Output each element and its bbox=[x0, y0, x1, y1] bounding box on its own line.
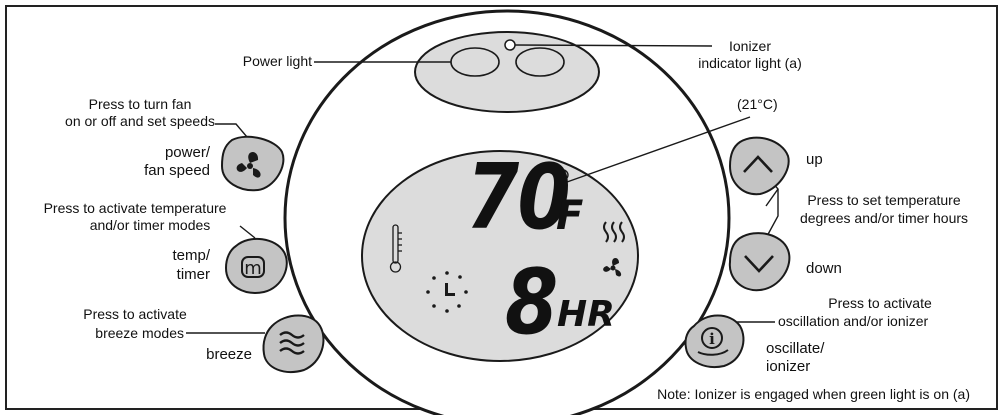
ionizer-note: Note: Ionizer is engaged when green ligh… bbox=[657, 386, 970, 402]
oscillate-instruction-line2: oscillation and/or ionizer bbox=[778, 313, 929, 329]
breeze-button[interactable] bbox=[262, 314, 325, 373]
down-button[interactable] bbox=[728, 232, 791, 292]
temp-instruction-line1: Press to activate temperature bbox=[43, 200, 227, 216]
temp-button-label-line1: temp/ bbox=[172, 247, 210, 264]
wave-icon bbox=[279, 331, 305, 355]
svg-text:m: m bbox=[244, 258, 262, 279]
m-icon: m bbox=[241, 256, 265, 279]
ionizer-light bbox=[515, 47, 565, 77]
timer-unit: HR bbox=[557, 294, 615, 335]
temp-instruction-line2: and/or timer modes bbox=[89, 217, 211, 233]
chevron-down-icon bbox=[744, 255, 774, 273]
power-button-label-line1: power/ bbox=[164, 144, 210, 161]
degree-symbol bbox=[557, 169, 569, 181]
timer-readout: 8 bbox=[505, 250, 559, 355]
leader-lines bbox=[186, 44, 779, 334]
heat-icon bbox=[603, 221, 625, 243]
power-instruction-line1: Press to turn fan bbox=[88, 96, 192, 112]
power-fan-speed-button[interactable] bbox=[220, 135, 285, 192]
power-light-label: Power light bbox=[242, 53, 312, 69]
leader-power-button bbox=[215, 123, 248, 138]
leader-celsius bbox=[566, 116, 751, 183]
display-fan-icon bbox=[603, 257, 622, 277]
temperature-readout: 70 bbox=[466, 145, 571, 250]
breeze-instruction-line1: Press to activate bbox=[83, 306, 187, 322]
oscillate-ionizer-button[interactable]: i bbox=[684, 314, 745, 368]
power-instruction-line2: on or off and set speeds bbox=[65, 113, 215, 129]
leader-down bbox=[765, 189, 779, 239]
clock-icon bbox=[426, 271, 468, 313]
leader-temp-button bbox=[239, 225, 256, 239]
ionizer-label-line1: Ionizer bbox=[728, 38, 772, 54]
up-button[interactable] bbox=[728, 136, 790, 196]
temp-button-label-line2: timer bbox=[176, 266, 210, 283]
set-instruction-line1: Press to set temperature bbox=[807, 192, 961, 208]
ionizer-label-line2: indicator light (a) bbox=[698, 55, 802, 71]
oscillate-instruction-line1: Press to activate bbox=[828, 295, 932, 311]
oscillate-button-label-line2: ionizer bbox=[766, 358, 811, 375]
ionizer-indicator-dot bbox=[504, 39, 516, 51]
breeze-instruction-line2: breeze modes bbox=[95, 325, 184, 341]
temp-timer-button[interactable]: m bbox=[224, 237, 288, 294]
up-button-label: up bbox=[806, 151, 823, 168]
lcd-display bbox=[361, 150, 639, 362]
set-instruction-line2: degrees and/or timer hours bbox=[799, 210, 969, 226]
breeze-button-label: breeze bbox=[206, 346, 252, 363]
svg-text:i: i bbox=[709, 330, 715, 348]
fan-icon bbox=[236, 152, 261, 178]
thermometer-icon bbox=[389, 224, 402, 273]
down-button-label: down bbox=[806, 260, 842, 277]
power-button-label-line2: fan speed bbox=[144, 162, 210, 179]
celsius-label: (21°C) bbox=[737, 96, 778, 112]
leader-ionizer bbox=[514, 44, 713, 47]
oscillate-button-label-line1: oscillate/ bbox=[766, 340, 825, 357]
chevron-up-icon bbox=[743, 155, 773, 173]
power-light bbox=[450, 47, 500, 77]
ionizer-icon: i bbox=[697, 327, 729, 356]
temperature-unit: F bbox=[556, 193, 584, 239]
